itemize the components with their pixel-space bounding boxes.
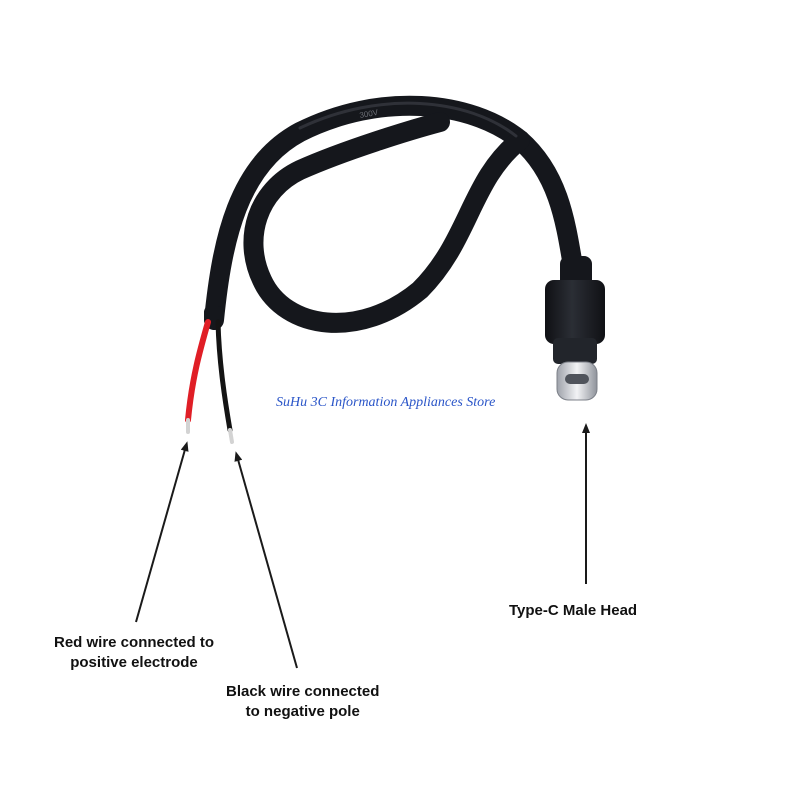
black-wire-label-line2: to negative pole (245, 703, 360, 720)
black-wire-tip (228, 428, 234, 444)
red-wire-label-line1: Red wire connected to (54, 634, 215, 651)
cable-highlight (298, 101, 518, 138)
red-wire-arrow (135, 441, 189, 623)
store-watermark: SuHu 3C Information Appliances Store (276, 395, 496, 410)
cable-jacket (204, 95, 584, 330)
black-wire-arrow (234, 451, 298, 669)
red-wire (185, 319, 211, 423)
type-c-plug-opening (565, 374, 589, 384)
cable-inner-loop (243, 112, 530, 333)
connector-label-line1: Type-C Male Head (509, 602, 638, 619)
black-wire-label: Black wire connected to negative pole (226, 682, 379, 722)
connector-body (545, 280, 605, 344)
black-wire-label-line1: Black wire connected (226, 683, 380, 700)
connector-label: Type-C Male Head (509, 601, 637, 621)
connector-neck (553, 338, 597, 364)
red-wire-label-line2: positive electrode (70, 654, 198, 671)
cable-print-text: 300V (359, 108, 380, 120)
red-wire-label: Red wire connected to positive electrode (54, 633, 214, 673)
black-wire (215, 319, 233, 433)
